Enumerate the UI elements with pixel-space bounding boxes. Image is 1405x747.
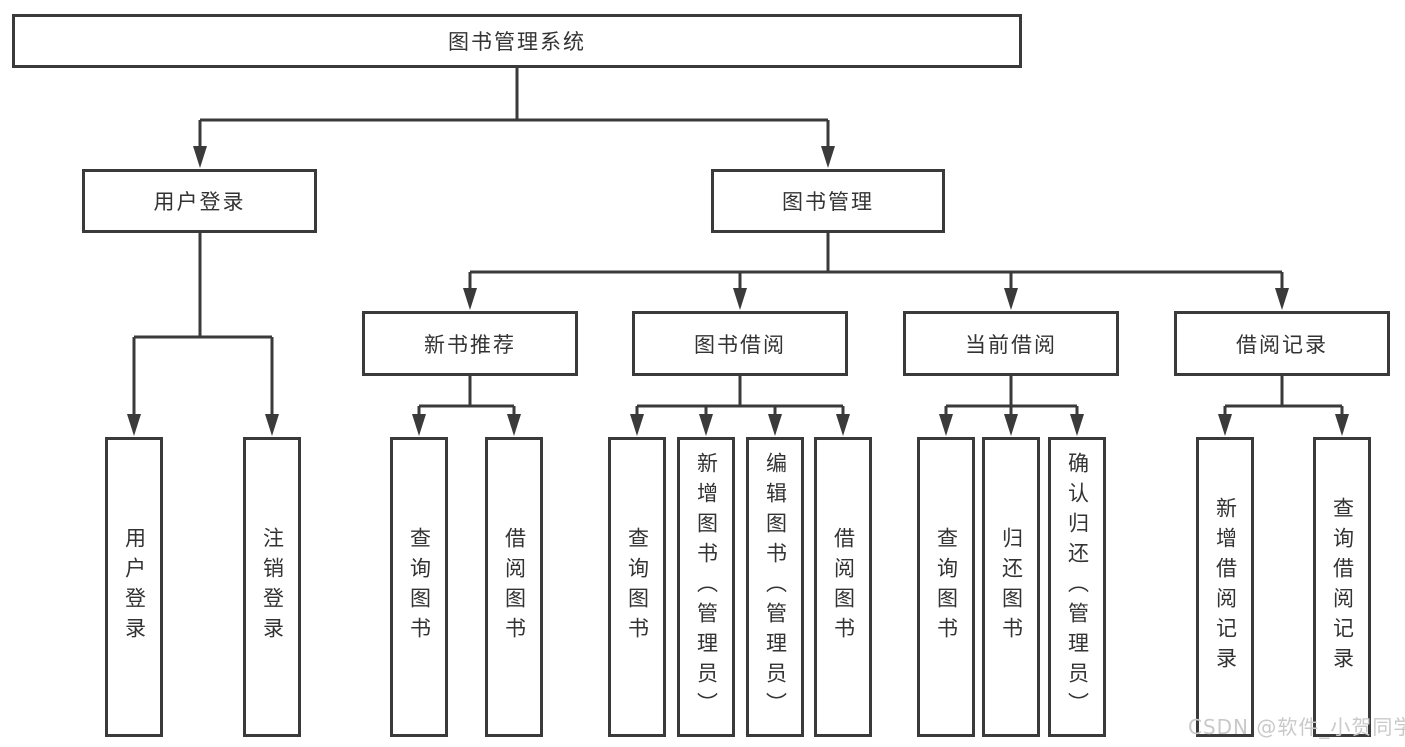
leaf-borrowing-query-books: 查询图书 <box>608 437 666 737</box>
arrow-icon <box>1335 414 1349 436</box>
node-root-label: 图书管理系统 <box>448 30 586 54</box>
node-new-book-recommend: 新书推荐 <box>362 311 578 376</box>
leaf-current-return-books-label: 归还图书 <box>999 527 1024 647</box>
leaf-borrowing-edit-books-admin-label: 编辑图书（管理员） <box>763 452 788 722</box>
arrow-icon <box>630 414 644 436</box>
leaf-borrowing-add-books-admin: 新增图书（管理员） <box>677 437 735 737</box>
leaf-newbook-query-books-label: 查询图书 <box>407 527 432 647</box>
leaf-newbook-query-books: 查询图书 <box>390 437 448 737</box>
leaf-borrowing-query-books-label: 查询图书 <box>625 527 650 647</box>
connector-records-to-leaves <box>1223 376 1344 420</box>
leaf-current-query-books: 查询图书 <box>917 437 975 737</box>
leaf-current-confirm-return-admin: 确认归还（管理员） <box>1048 437 1106 737</box>
arrow-icon <box>1004 288 1018 310</box>
node-borrowing-records: 借阅记录 <box>1174 311 1390 376</box>
connector-bookmgmt-to-level3 <box>468 233 1284 292</box>
node-book-management-label: 图书管理 <box>782 190 874 214</box>
connector-root-to-level2 <box>198 68 830 150</box>
leaf-records-add-record: 新增借阅记录 <box>1196 437 1254 737</box>
node-root: 图书管理系统 <box>12 14 1022 68</box>
arrow-icon <box>265 414 279 436</box>
node-book-borrowing-label: 图书借阅 <box>694 332 786 357</box>
arrow-icon <box>836 414 850 436</box>
arrow-icon <box>127 414 141 436</box>
arrow-icon <box>412 414 426 436</box>
leaf-records-query-record: 查询借阅记录 <box>1313 437 1371 737</box>
connector-current-to-leaves <box>944 376 1079 420</box>
arrow-icon <box>463 288 477 310</box>
node-borrowing-records-label: 借阅记录 <box>1236 332 1328 357</box>
arrow-icon <box>733 288 747 310</box>
node-new-book-recommend-label: 新书推荐 <box>424 332 516 357</box>
arrow-icon <box>699 414 713 436</box>
leaf-user-login-label: 用户登录 <box>122 527 147 647</box>
leaf-records-add-record-label: 新增借阅记录 <box>1213 497 1238 677</box>
arrow-icon <box>1004 414 1018 436</box>
node-user-login: 用户登录 <box>82 169 317 233</box>
leaf-borrowing-edit-books-admin: 编辑图书（管理员） <box>746 437 804 737</box>
connector-borrowing-to-leaves <box>635 376 845 420</box>
arrow-icon <box>193 146 207 168</box>
node-user-login-label: 用户登录 <box>153 190 246 214</box>
node-current-borrowing: 当前借阅 <box>903 311 1119 376</box>
node-book-borrowing: 图书借阅 <box>632 311 848 376</box>
arrow-icon <box>507 414 521 436</box>
leaf-user-login: 用户登录 <box>105 437 163 737</box>
leaf-borrowing-add-books-admin-label: 新增图书（管理员） <box>694 452 719 722</box>
leaf-borrowing-borrow-books-label: 借阅图书 <box>831 527 856 647</box>
leaf-current-confirm-return-admin-label: 确认归还（管理员） <box>1065 452 1090 722</box>
arrow-icon <box>939 414 953 436</box>
leaf-logout: 注销登录 <box>243 437 301 737</box>
leaf-borrowing-borrow-books: 借阅图书 <box>814 437 872 737</box>
arrow-icon <box>1218 414 1232 436</box>
csdn-watermark: CSDN @软件_小贺同学 <box>1188 715 1405 739</box>
node-current-borrowing-label: 当前借阅 <box>965 332 1057 357</box>
arrow-icon <box>1275 288 1289 310</box>
leaf-current-query-books-label: 查询图书 <box>934 527 959 647</box>
leaf-records-query-record-label: 查询借阅记录 <box>1330 497 1355 677</box>
node-book-management: 图书管理 <box>711 169 945 233</box>
arrow-icon <box>768 414 782 436</box>
connector-userlogin-to-leaves <box>132 233 274 420</box>
arrow-icon <box>1070 414 1084 436</box>
leaf-current-return-books: 归还图书 <box>982 437 1040 737</box>
leaf-newbook-borrow-books-label: 借阅图书 <box>502 527 527 647</box>
connector-newbook-to-leaves <box>417 376 516 420</box>
arrowheads <box>127 146 1349 436</box>
leaf-logout-label: 注销登录 <box>260 527 285 647</box>
leaf-newbook-borrow-books: 借阅图书 <box>485 437 543 737</box>
arrow-icon <box>821 146 835 168</box>
